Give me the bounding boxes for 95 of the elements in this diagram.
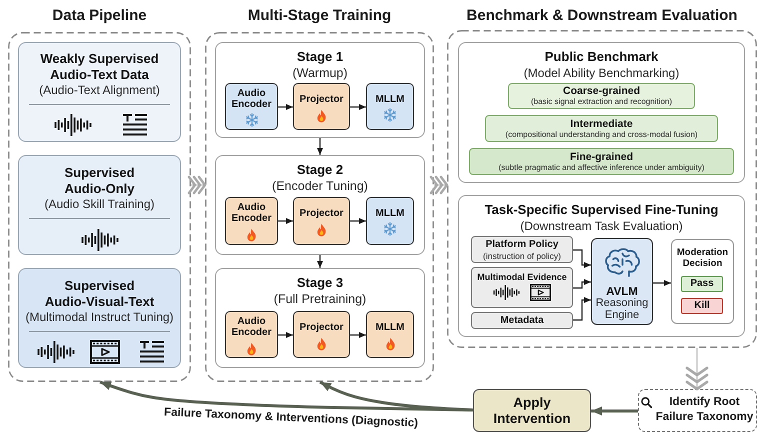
dataset-subtitle: (Audio-Text Alignment) — [38, 83, 160, 98]
module-label: Projector — [299, 94, 344, 105]
arrow — [278, 332, 293, 338]
dashed-step-box — [638, 389, 757, 432]
module-label: Projector — [299, 322, 344, 333]
level-title: Fine-grained — [569, 150, 634, 162]
module-label: MLLM — [375, 322, 405, 333]
module-label: Audio Encoder — [230, 202, 272, 224]
column-heading: Multi-Stage Training — [248, 6, 392, 26]
level-description: (basic signal extraction and recognition) — [530, 97, 673, 107]
stage-panel — [215, 42, 425, 138]
section-subtitle: (Downstream Task Evaluation) — [520, 218, 684, 234]
step-label: Identify Root Failure Taxonomy — [655, 394, 754, 424]
model-description: Reasoning Engine — [595, 298, 649, 321]
module-block — [293, 311, 350, 358]
dashed-group-frame — [8, 6, 191, 382]
module-block — [293, 197, 350, 245]
module-label: Audio Encoder — [230, 88, 272, 110]
stage-panel — [215, 268, 425, 368]
decision-tag — [681, 276, 723, 292]
dataset-card — [18, 155, 181, 255]
module-block — [366, 311, 414, 358]
dataset-title: Supervised Audio-Only — [64, 165, 136, 197]
level-bar — [485, 115, 718, 142]
edge-label: Failure Taxonomy & Interventions (Diagnostic) — [162, 405, 420, 431]
arrow — [350, 332, 366, 338]
action-label: Apply Intervention — [492, 394, 572, 426]
dataset-card — [18, 42, 181, 142]
input-block — [471, 267, 573, 308]
section-title: Public Benchmark — [544, 49, 659, 65]
arrow — [278, 104, 293, 110]
dataset-title: Weakly Supervised Audio-Text Data — [40, 51, 160, 83]
engine-block — [591, 238, 653, 325]
stage-subtitle: (Encoder Tuning) — [272, 178, 368, 194]
arrow — [278, 218, 293, 224]
module-block — [225, 311, 278, 358]
level-title: Intermediate — [570, 118, 634, 130]
module-block — [225, 83, 278, 130]
input-block — [471, 236, 573, 263]
input-title: Multimodal Evidence — [476, 271, 568, 283]
action-box — [473, 389, 591, 432]
arrow — [653, 280, 671, 286]
stage-title: Stage 3 — [296, 275, 344, 291]
module-block — [366, 83, 414, 130]
stage-subtitle: (Full Pretraining) — [273, 291, 367, 307]
section-panel — [458, 195, 745, 337]
decision-option: Pass — [690, 278, 714, 290]
dataset-subtitle: (Multimodal Instruct Tuning) — [24, 310, 174, 325]
level-description: (compositional understanding and cross-modal fusion) — [504, 130, 698, 140]
decision-title: Moderation Decision — [676, 247, 729, 269]
column-heading: Benchmark & Downstream Evaluation — [466, 6, 738, 26]
level-bar — [469, 148, 734, 175]
module-block — [225, 197, 278, 245]
decision-option: Kill — [694, 300, 710, 312]
dataset-subtitle: (Audio Skill Training) — [44, 197, 156, 212]
level-description: (subtle pragmatic and affective inference under ambiguity) — [498, 162, 705, 172]
chevron-arrow — [686, 348, 708, 390]
chevron-arrow — [430, 176, 448, 194]
stage-panel — [215, 155, 425, 255]
arrow — [350, 104, 366, 110]
arrow — [317, 138, 323, 155]
dashed-group-frame — [205, 6, 434, 382]
column-heading: Data Pipeline — [52, 6, 147, 26]
model-name: AVLM — [606, 286, 638, 298]
elbow-arrow — [573, 297, 591, 321]
module-label: MLLM — [375, 94, 405, 105]
stage-subtitle: (Warmup) — [292, 65, 348, 81]
dashed-group-frame — [447, 6, 757, 348]
dataset-card — [18, 268, 181, 368]
arrow — [350, 218, 366, 224]
module-label: Audio Encoder — [230, 316, 272, 338]
level-title: Coarse-grained — [562, 85, 641, 97]
module-label: MLLM — [375, 208, 405, 219]
level-bar — [508, 83, 695, 109]
section-subtitle: (Model Ability Benchmarking) — [523, 65, 680, 81]
module-label: Projector — [299, 208, 344, 219]
elbow-arrow — [573, 249, 591, 268]
dataset-title: Supervised Audio-Visual-Text — [44, 278, 155, 310]
input-block — [471, 312, 573, 329]
arrow — [591, 406, 638, 416]
input-title: Platform Policy — [485, 238, 559, 250]
input-title: Metadata — [500, 314, 544, 326]
decision-panel — [671, 239, 734, 324]
stage-title: Stage 1 — [296, 49, 344, 65]
arrow — [317, 255, 323, 268]
module-block — [293, 83, 350, 130]
chevron-arrow — [188, 176, 206, 194]
curved-arrow — [319, 380, 474, 412]
decision-tag — [681, 298, 723, 314]
input-description: (instruction of policy) — [482, 250, 562, 260]
stage-title: Stage 2 — [296, 162, 344, 178]
module-block — [366, 197, 414, 245]
elbow-arrow — [573, 279, 591, 289]
section-title: Task-Specific Supervised Fine-Tuning — [484, 202, 719, 218]
section-panel — [458, 42, 745, 183]
